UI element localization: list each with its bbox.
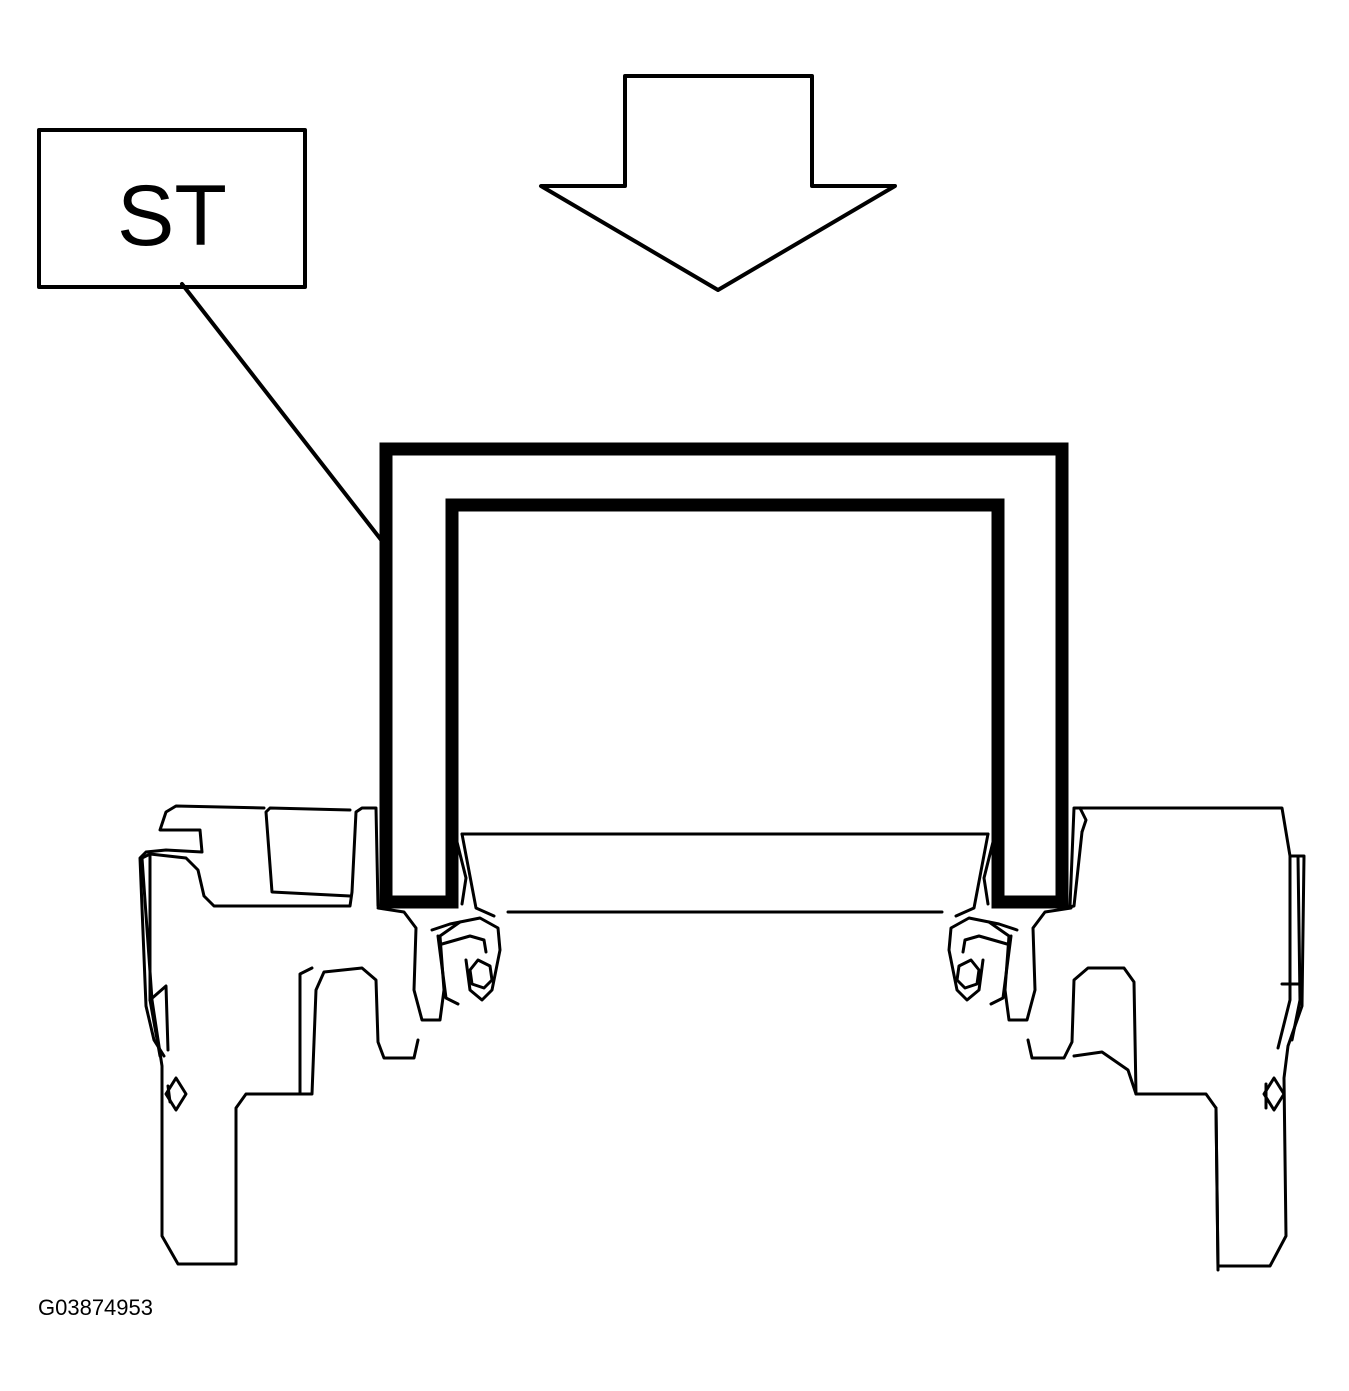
figure-code: G03874953 [38, 1295, 153, 1320]
left-lip-detail [376, 906, 502, 1022]
sst-callout: ST [37, 128, 384, 543]
leader-line [180, 282, 384, 543]
left-housing [138, 804, 420, 1266]
down-arrow-icon [539, 74, 897, 292]
callout-box [37, 128, 307, 289]
right-housing [1026, 806, 1306, 1272]
right-lip-detail [947, 906, 1073, 1022]
seal-part [454, 832, 996, 918]
callout-label: ST [117, 168, 227, 264]
special-service-tool [379, 442, 1069, 909]
